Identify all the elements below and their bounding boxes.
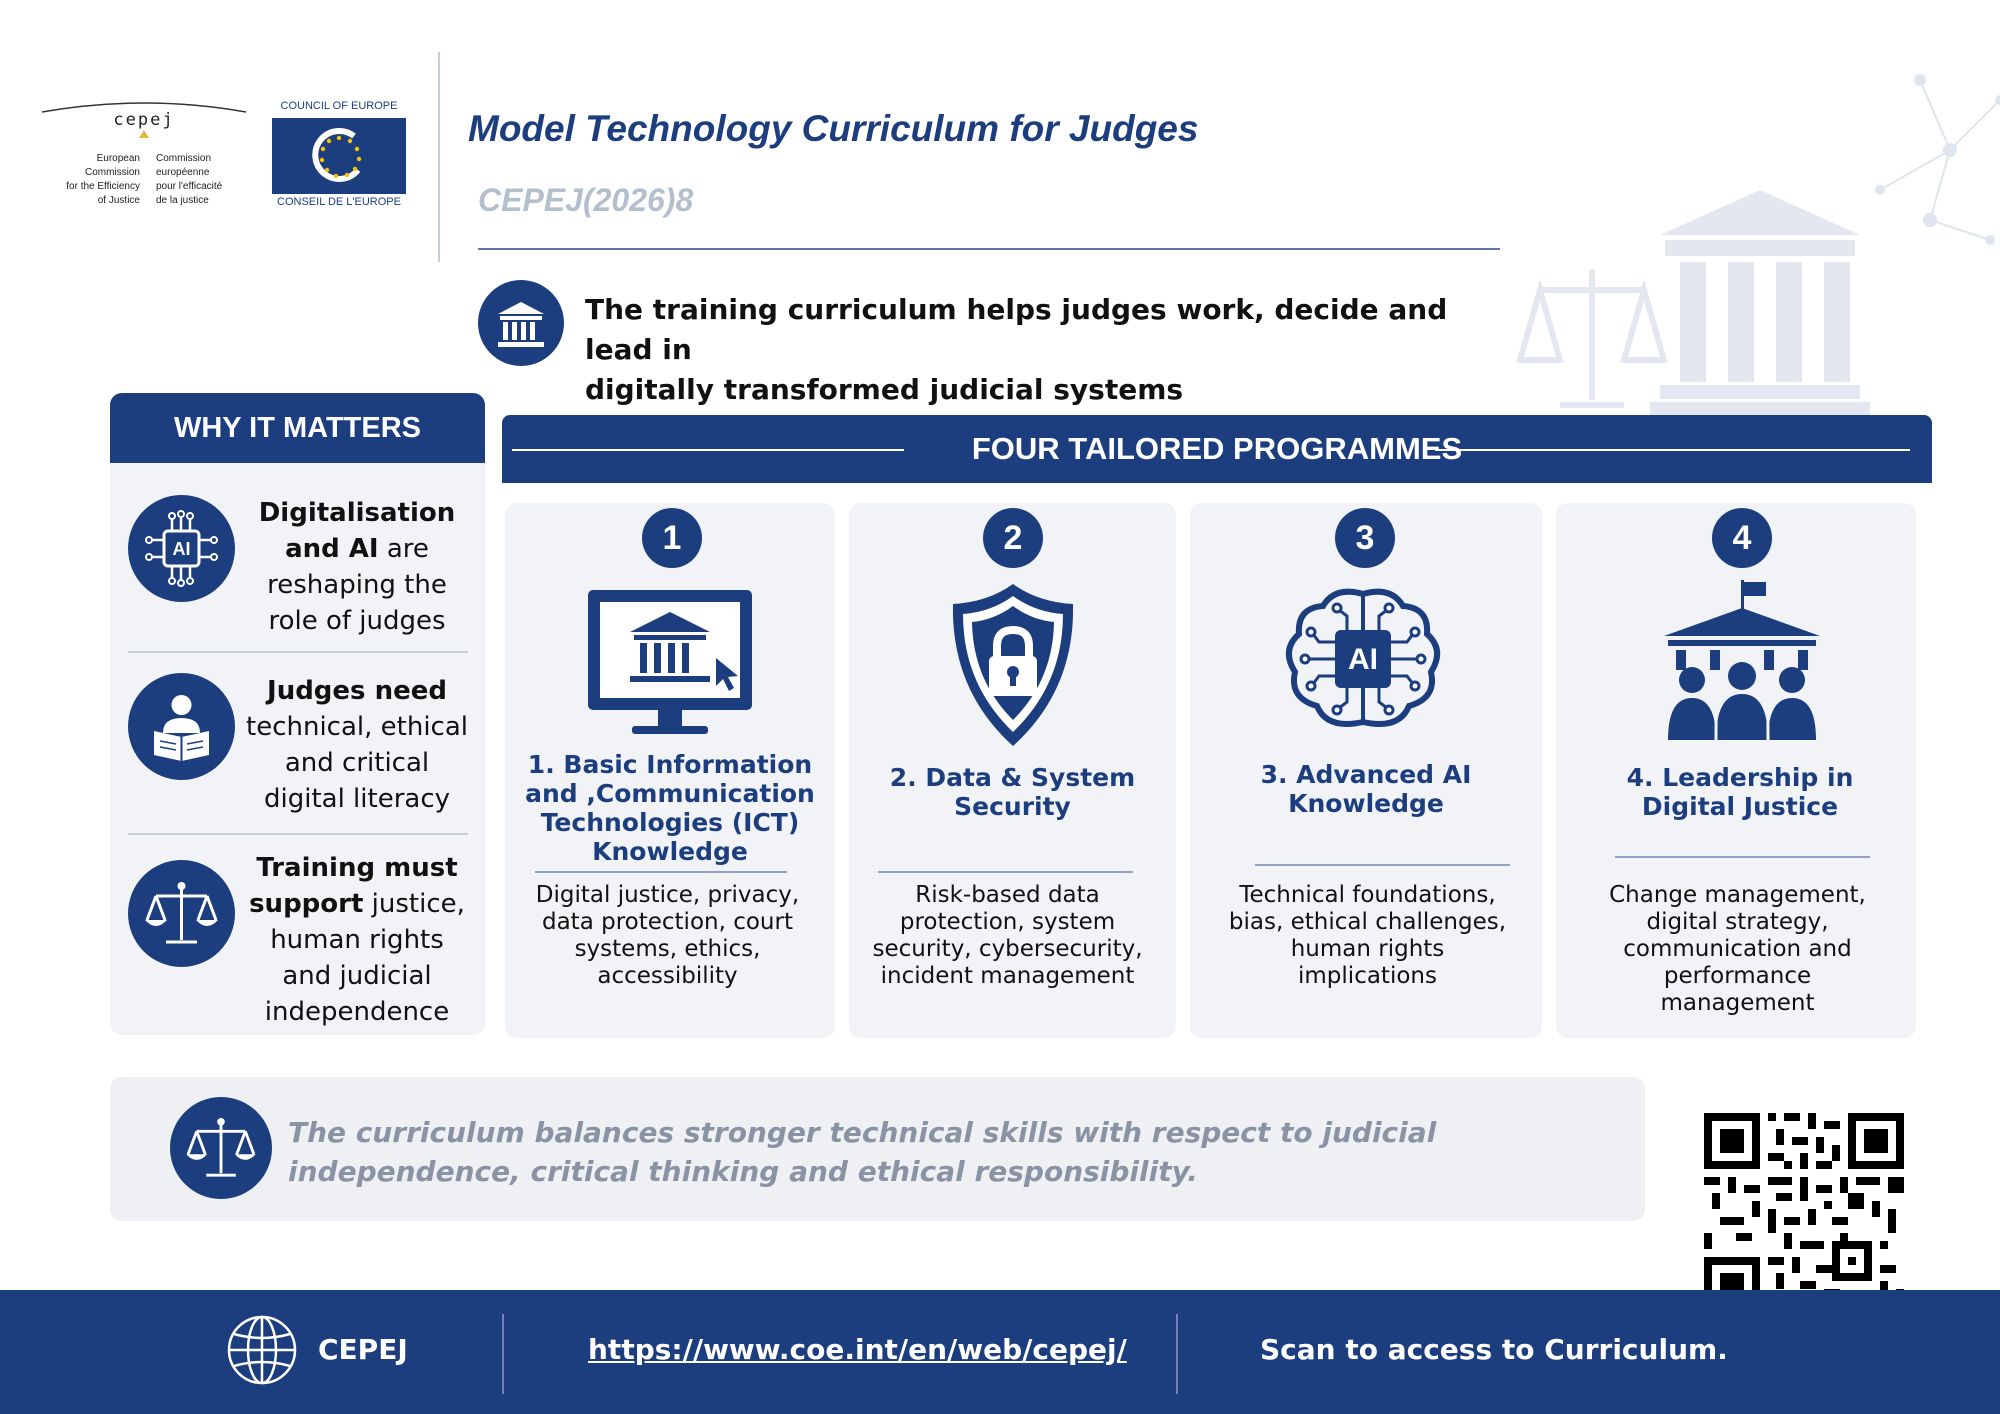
globe-icon [227, 1315, 297, 1385]
programme-card-4 [1556, 503, 1916, 1038]
cepej-logo-english: European Commission for the Efficiency o… [66, 153, 140, 206]
title-underline [478, 248, 1500, 250]
programme-title-1: 1. Basic Information and ,Communication … [525, 750, 815, 866]
ai-chip-icon: AI [128, 495, 235, 602]
svg-text:AI: AI [1348, 643, 1378, 676]
programme-description-4: Change management, digital strategy, com… [1609, 882, 1866, 1016]
footer-separator [1176, 1314, 1178, 1394]
reading-person-icon [128, 673, 235, 780]
leadership-group-icon [1664, 580, 1820, 741]
document-reference: CEPEJ(2026)8 [478, 182, 694, 218]
programme-description-1: Digital justice, privacy, data protectio… [535, 882, 800, 989]
why-item-1-text: Digitalisation and AI are reshaping the … [258, 498, 456, 636]
coe-logo-bottom: CONSEIL DE L'EUROPE [277, 196, 401, 208]
programme-number-1: 1 [642, 508, 702, 568]
programme-divider [535, 871, 787, 873]
cepej-logo-word: cepej [113, 110, 175, 130]
why-it-matters-heading: WHY IT MATTERS [110, 393, 485, 463]
svg-text:AI: AI [173, 539, 191, 559]
why-item-2-text: Judges need technical, ethical and criti… [246, 676, 468, 814]
scales-of-justice-icon [128, 860, 235, 967]
shield-lock-icon [952, 584, 1074, 746]
programme-title-4: 4. Leadership in Digital Justice [1626, 763, 1854, 821]
why-divider [128, 651, 468, 653]
cepej-logo-arc [41, 102, 247, 138]
programme-divider [1255, 864, 1510, 866]
document-title: Model Technology Curriculum for Judges [468, 108, 1199, 149]
background-courthouse-decoration [1516, 74, 2000, 416]
header-divider [438, 52, 440, 262]
cepej-logo: cepej European Commission for the Effici… [38, 98, 250, 214]
footer-separator [502, 1314, 504, 1394]
programme-title-2: 2. Data & System Security [889, 763, 1136, 821]
programme-description-2: Risk-based data protection, system secur… [872, 882, 1143, 989]
curriculum-note-box [110, 1077, 1645, 1221]
monitor-courthouse-icon [588, 590, 752, 734]
footer-scan-instruction: Scan to access to Curriculum. [1260, 1333, 1728, 1366]
qr-code[interactable] [1704, 1112, 1904, 1314]
council-of-europe-logo: COUNCIL OF EUROPE CONSEIL DE L'EUROPE [270, 100, 408, 212]
programme-divider [878, 871, 1133, 873]
footer-bar [0, 1290, 2000, 1414]
programme-description-3: Technical foundations, bias, ethical cha… [1228, 882, 1507, 989]
why-divider [128, 833, 468, 835]
coe-logo-top: COUNCIL OF EUROPE [280, 100, 398, 112]
intro-statement: The training curriculum helps judges wor… [585, 293, 1448, 406]
footer-organization: CEPEJ [318, 1333, 408, 1366]
header-decor-line [512, 449, 904, 451]
curriculum-note-text: The curriculum balances stronger technic… [288, 1116, 1437, 1188]
programme-number-3: 3 [1335, 508, 1395, 568]
ai-brain-icon: AI [1286, 588, 1440, 727]
scales-of-justice-icon [170, 1097, 272, 1199]
header-decor-line [1435, 449, 1910, 451]
footer-website-link[interactable]: https://www.coe.int/en/web/cepej/ [588, 1333, 1127, 1366]
programme-number-2: 2 [983, 508, 1043, 568]
programme-divider [1615, 856, 1870, 858]
programme-title-3: 3. Advanced AI Knowledge [1260, 760, 1472, 818]
courthouse-icon [478, 280, 564, 366]
programmes-heading: FOUR TAILORED PROGRAMMES [971, 431, 1463, 466]
programme-number-4: 4 [1712, 508, 1772, 568]
coe-logo-emblem [272, 118, 406, 194]
why-item-3-text: Training must support justice, human rig… [249, 853, 465, 1027]
cepej-logo-french: Commission européenne pour l'efficacité … [156, 153, 223, 206]
